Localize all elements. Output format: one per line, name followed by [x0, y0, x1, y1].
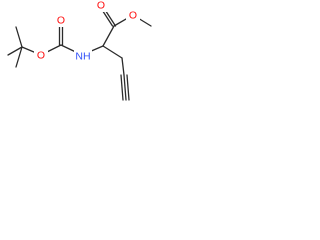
bond-alpha-c-to-ch2 [102, 45, 123, 59]
bond-tbu-methyl-left [7, 46, 23, 56]
bond-tbu-methyl-top [15, 26, 23, 48]
backbone-and-side-chain [81, 25, 130, 101]
bond-triple-2 [123, 74, 127, 101]
bond-ch2-to-alkyne-c [121, 57, 125, 76]
atom-label-boc-carbonyl-oxygen: O [57, 15, 65, 27]
bond-triple-3 [126, 74, 130, 101]
atom-label-ester-carbonyl-oxygen: O [97, 0, 105, 12]
bond-tbu-methyl-bottom [15, 46, 23, 68]
chemical-structure-diagram: O O NH O O [7, 0, 152, 101]
atom-label-ester-methoxy-oxygen: O [129, 10, 137, 22]
atom-label-boc-ester-oxygen: O [37, 50, 45, 62]
bond-alpha-c-to-ester-c [102, 25, 115, 47]
atom-label-amide-nitrogen: NH [75, 51, 90, 63]
bond-triple-1 [120, 74, 124, 101]
atom-labels: O O NH O O [34, 0, 140, 63]
